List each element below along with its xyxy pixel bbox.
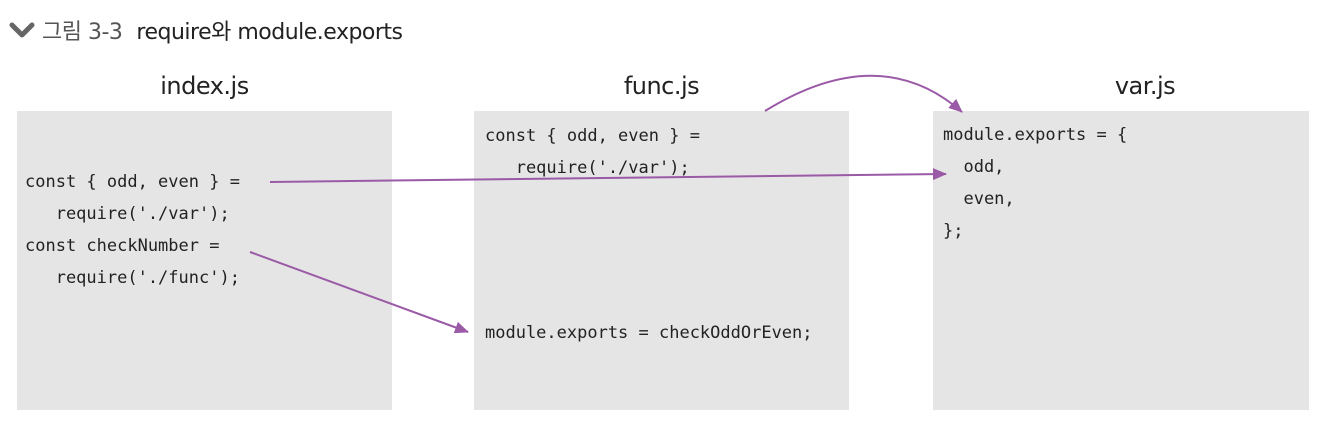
var-file-label: var.js xyxy=(1114,72,1176,100)
figure-title: 그림 3-3 require와 module.exports xyxy=(8,14,403,46)
index-code-block: const { odd, even } = require('./var'); c… xyxy=(25,166,240,294)
func-import-code-block: const { odd, even } = require('./var'); xyxy=(485,120,700,184)
figure-number: 그림 3-3 xyxy=(42,20,123,45)
code-line: const { odd, even } = xyxy=(25,172,240,192)
code-line: even, xyxy=(943,189,1015,209)
code-line: require('./var'); xyxy=(485,158,690,178)
code-line: module.exports = checkOddOrEven; xyxy=(485,323,813,343)
code-line: require('./func'); xyxy=(25,268,240,288)
func-code-panel: const { odd, even } = require('./var'); … xyxy=(474,111,849,410)
index-file-label: index.js xyxy=(160,72,249,100)
figure-caption: require와 module.exports xyxy=(136,20,403,45)
code-line: const checkNumber = xyxy=(25,236,220,256)
chevron-down-icon xyxy=(9,22,35,38)
code-line: module.exports = { xyxy=(943,125,1128,145)
func-export-code-block: module.exports = checkOddOrEven; xyxy=(485,317,813,349)
code-line: require('./var'); xyxy=(25,204,230,224)
var-code-panel: module.exports = { odd, even,}; xyxy=(933,111,1309,410)
index-code-panel: const { odd, even } = require('./var'); c… xyxy=(17,111,392,410)
code-line: }; xyxy=(943,221,964,241)
var-code-block: module.exports = { odd, even,}; xyxy=(943,119,1127,247)
code-line: const { odd, even } = xyxy=(485,126,700,146)
code-line: odd, xyxy=(943,157,1005,177)
func-file-label: func.js xyxy=(623,72,700,100)
